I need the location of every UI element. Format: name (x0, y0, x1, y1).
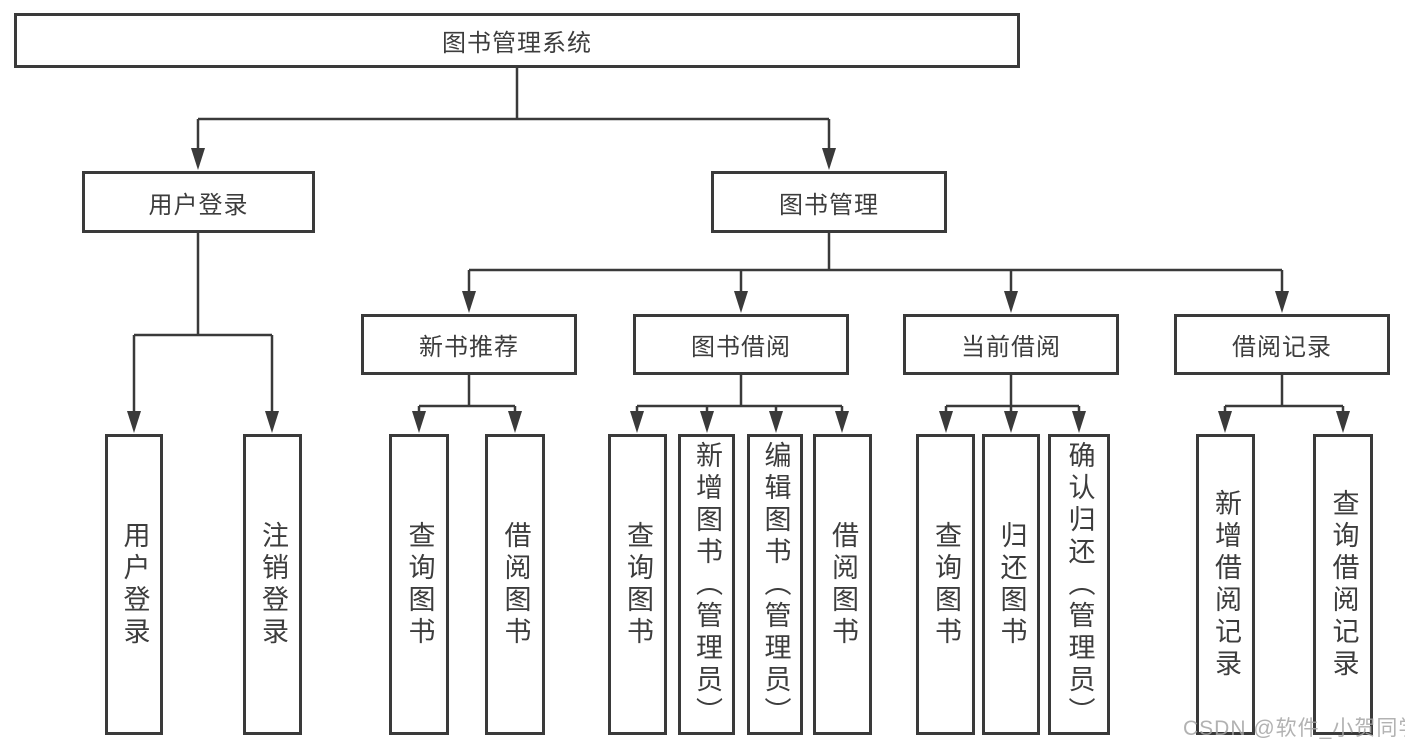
node-book-borrow: 图书借阅 (633, 314, 849, 375)
leaf-label: 归还图书 (996, 520, 1027, 649)
leaf-user-login: 用户登录 (105, 434, 163, 735)
leaf-borrow-book: 借阅图书 (813, 434, 872, 735)
leaf-label: 新增图书（管理员） (692, 440, 722, 729)
leaf-label: 注销登录 (258, 520, 288, 649)
leaf-label: 用户登录 (119, 520, 150, 649)
leaf-label: 查询图书 (931, 520, 961, 649)
leaf-edit-book-admin: 编辑图书（管理员） (747, 434, 803, 735)
node-user-login: 用户登录 (82, 171, 315, 233)
leaf-query-book-borrow: 查询图书 (608, 434, 667, 735)
leaf-logout: 注销登录 (243, 434, 302, 735)
leaf-label: 借阅图书 (500, 520, 531, 649)
node-borrow-record: 借阅记录 (1174, 314, 1390, 375)
leaf-return-book: 归还图书 (982, 434, 1040, 735)
leaf-label: 新增借阅记录 (1211, 488, 1241, 681)
leaf-confirm-return-admin: 确认归还（管理员） (1048, 434, 1110, 735)
leaf-query-book-recommend: 查询图书 (389, 434, 449, 735)
node-root: 图书管理系统 (14, 13, 1020, 68)
leaf-label: 查询图书 (623, 520, 653, 649)
leaf-label: 确认归还（管理员） (1064, 440, 1095, 729)
node-book-management: 图书管理 (711, 171, 947, 233)
node-current-borrow: 当前借阅 (903, 314, 1119, 375)
leaf-borrow-book-recommend: 借阅图书 (485, 434, 545, 735)
leaf-query-book-current: 查询图书 (916, 434, 975, 735)
leaf-label: 编辑图书（管理员） (760, 440, 791, 729)
leaf-label: 借阅图书 (828, 520, 858, 649)
watermark: CSDN @软件_小贺同学 (1183, 717, 1405, 740)
leaf-label: 查询图书 (404, 520, 435, 649)
node-new-book-recommend: 新书推荐 (361, 314, 577, 375)
leaf-label: 查询借阅记录 (1328, 488, 1359, 681)
leaf-query-borrow-record: 查询借阅记录 (1313, 434, 1373, 735)
leaf-add-borrow-record: 新增借阅记录 (1196, 434, 1255, 735)
leaf-add-book-admin: 新增图书（管理员） (678, 434, 735, 735)
